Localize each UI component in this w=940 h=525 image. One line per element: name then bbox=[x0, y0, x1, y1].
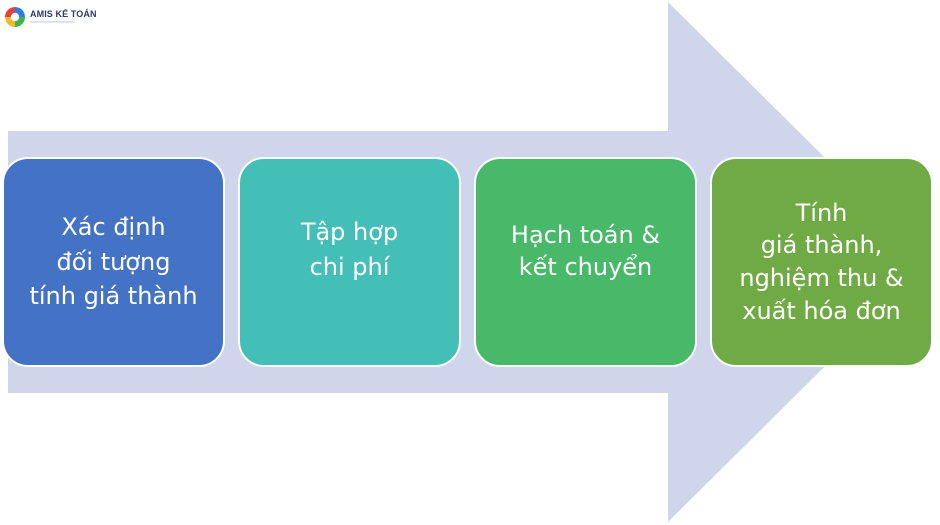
brand-name: AMIS KẾ TOÁN bbox=[30, 9, 97, 19]
step-box-determine-cost-object: Xác định đối tượng tính giá thành bbox=[2, 157, 225, 367]
step-box-calculate-cost-invoice: Tính giá thành, nghiệm thu & xuất hóa đơ… bbox=[710, 157, 933, 367]
brand-tagline: ━━━━━━━━━━━━━━━━━━━━━━━━━ bbox=[30, 20, 76, 24]
amis-logo-icon bbox=[5, 7, 25, 27]
step-label: Tính giá thành, nghiệm thu & xuất hóa đơ… bbox=[739, 198, 904, 325]
process-arrow-shape bbox=[8, 2, 930, 522]
brand-logo: AMIS KẾ TOÁN ━━━━━━━━━━━━━━━━━━━━━━━━━ bbox=[4, 6, 97, 28]
step-label: Hạch toán & kết chuyển bbox=[510, 220, 661, 281]
step-box-accounting-transfer: Hạch toán & kết chuyển bbox=[474, 157, 697, 367]
step-box-collect-costs: Tập hợp chi phí bbox=[238, 157, 461, 367]
step-label: Tập hợp chi phí bbox=[300, 218, 399, 281]
brand-text: AMIS KẾ TOÁN ━━━━━━━━━━━━━━━━━━━━━━━━━ bbox=[30, 10, 97, 24]
step-label: Xác định đối tượng tính giá thành bbox=[29, 212, 198, 311]
